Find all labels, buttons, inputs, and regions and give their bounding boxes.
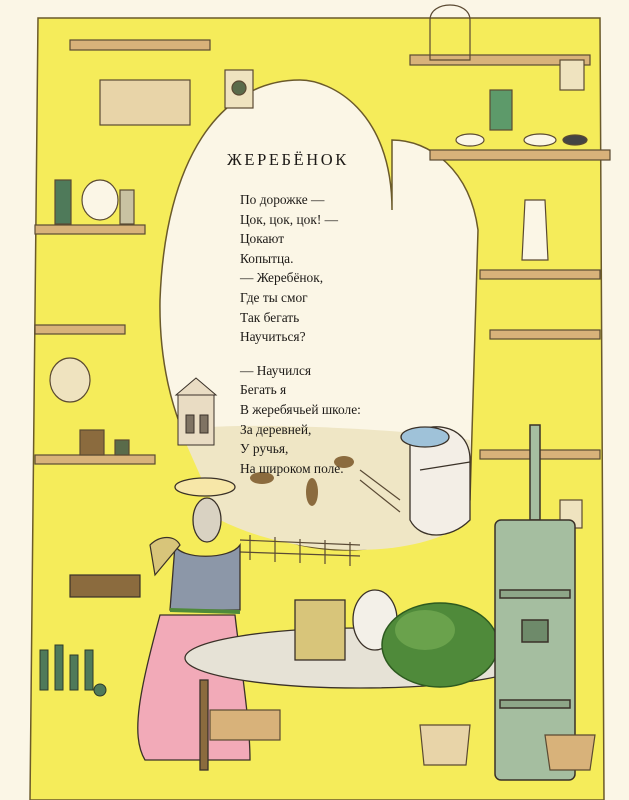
fence — [239, 469, 401, 566]
hat-shelf — [429, 89, 611, 161]
horse-character — [400, 426, 471, 536]
poem-line: Научиться? — [240, 329, 306, 345]
poem-line: В жеребячьей школе: — [240, 401, 361, 417]
poem-line: — Жеребёнок, — [240, 270, 324, 286]
poem-line: Где ты смог — [240, 289, 308, 305]
poem: ЖЕРЕБЁНОК По дорожке — Цок, цок, цок! — … — [215, 150, 435, 492]
poem-line: На широком поле. — [240, 460, 344, 476]
poem-line: Так бегать — [240, 309, 300, 325]
distant-church — [174, 377, 218, 446]
green-bush — [381, 602, 499, 688]
green-stove — [494, 424, 576, 781]
left-shelves — [34, 179, 156, 465]
poem-title: ЖЕРЕБЁНОК — [227, 150, 349, 169]
bottom-baskets — [209, 709, 596, 771]
bottom-left-vases — [39, 644, 107, 697]
top-shelf — [69, 4, 591, 126]
poem-line: Копытца. — [240, 250, 294, 266]
stanza-1: По дорожке — Цок, цок, цок! — Цокают Коп… — [240, 190, 435, 347]
running-foals — [250, 456, 354, 506]
poem-line: За деревней, — [240, 421, 312, 437]
poem-line: Бегать я — [240, 382, 287, 398]
poem-line: Цокают — [240, 231, 285, 247]
poem-line: У ручья, — [240, 441, 289, 457]
field-ground — [180, 425, 470, 550]
poem-line: По дорожке — — [240, 192, 325, 207]
stanza-2: — Научился Бегать я В жеребячьей школе: … — [240, 361, 435, 479]
poem-line: — Научился — [240, 362, 312, 378]
gramophone — [69, 536, 181, 598]
poem-line: Цок, цок, цок! — — [240, 211, 339, 227]
